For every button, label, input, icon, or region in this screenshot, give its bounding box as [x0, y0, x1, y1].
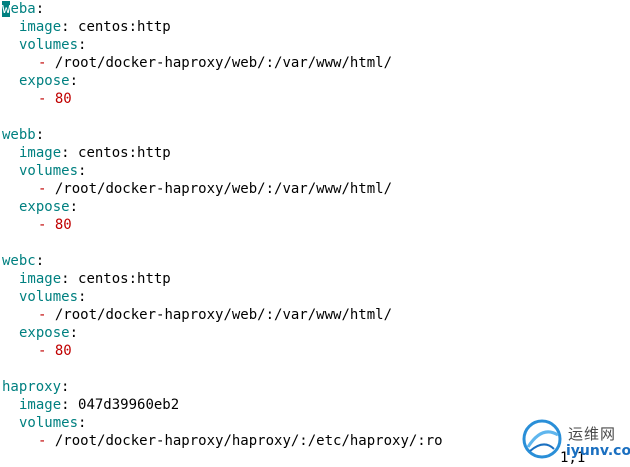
volumes-line: volumes: — [19, 37, 87, 53]
volumes-line: volumes: — [19, 163, 87, 179]
image-value: centos:http — [78, 145, 171, 161]
vim-editor-buffer[interactable]: weba: image: centos:http volumes: - /roo… — [2, 0, 628, 450]
expose-item-line: - 80 — [38, 217, 72, 233]
volume-value: /root/docker-haproxy/web/:/var/www/html/ — [54, 55, 393, 71]
watermark-en-text: iyunv.com — [566, 443, 630, 459]
expose-key: expose — [19, 73, 70, 89]
volumes-line: volumes: — [19, 415, 87, 431]
volume-item-line: - /root/docker-haproxy/haproxy/:/etc/hap… — [38, 433, 443, 449]
expose-value: 80 — [54, 343, 72, 359]
image-key: image — [19, 19, 62, 35]
volumes-key: volumes — [19, 163, 79, 179]
watermark-logo-icon — [522, 419, 562, 459]
expose-key: expose — [19, 325, 70, 341]
service-name: webc — [2, 253, 36, 269]
image-line: image: centos:http — [19, 145, 171, 161]
text-cursor: w — [2, 1, 11, 17]
expose-value: 80 — [54, 91, 72, 107]
service-name-line: haproxy: — [2, 379, 70, 395]
image-key: image — [19, 397, 62, 413]
volume-value: /root/docker-haproxy/haproxy/:/etc/hapro… — [54, 433, 443, 449]
image-line: image: centos:http — [19, 19, 171, 35]
image-value: centos:http — [78, 19, 171, 35]
image-value: 047d39960eb2 — [78, 397, 180, 413]
service-name-line: webb: — [2, 127, 45, 143]
image-line: image: centos:http — [19, 271, 171, 287]
volume-item-line: - /root/docker-haproxy/web/:/var/www/htm… — [38, 307, 393, 323]
volumes-key: volumes — [19, 289, 79, 305]
expose-line: expose: — [19, 199, 79, 215]
image-key: image — [19, 271, 62, 287]
service-name-line: weba: — [2, 1, 45, 17]
expose-line: expose: — [19, 73, 79, 89]
service-name: haproxy — [2, 379, 62, 395]
service-name-line: webc: — [2, 253, 45, 269]
service-name: webb — [2, 127, 36, 143]
volume-item-line: - /root/docker-haproxy/web/:/var/www/htm… — [38, 55, 393, 71]
expose-value: 80 — [54, 217, 72, 233]
expose-item-line: - 80 — [38, 343, 72, 359]
cursor-position-indicator: 1,1 — [560, 450, 586, 466]
watermark-cn-text: 运维网 — [568, 425, 617, 443]
image-value: centos:http — [78, 271, 171, 287]
image-key: image — [19, 145, 62, 161]
volumes-line: volumes: — [19, 289, 87, 305]
expose-item-line: - 80 — [38, 91, 72, 107]
service-name: eba — [10, 1, 36, 17]
volume-value: /root/docker-haproxy/web/:/var/www/html/ — [54, 181, 393, 197]
volumes-key: volumes — [19, 415, 79, 431]
blank-line — [2, 108, 628, 126]
blank-line — [2, 234, 628, 252]
volumes-key: volumes — [19, 37, 79, 53]
expose-line: expose: — [19, 325, 79, 341]
watermark: 运维网 iyunv.com — [520, 415, 630, 465]
blank-line — [2, 360, 628, 378]
expose-key: expose — [19, 199, 70, 215]
volume-value: /root/docker-haproxy/web/:/var/www/html/ — [54, 307, 393, 323]
volume-item-line: - /root/docker-haproxy/web/:/var/www/htm… — [38, 181, 393, 197]
image-line: image: 047d39960eb2 — [19, 397, 180, 413]
